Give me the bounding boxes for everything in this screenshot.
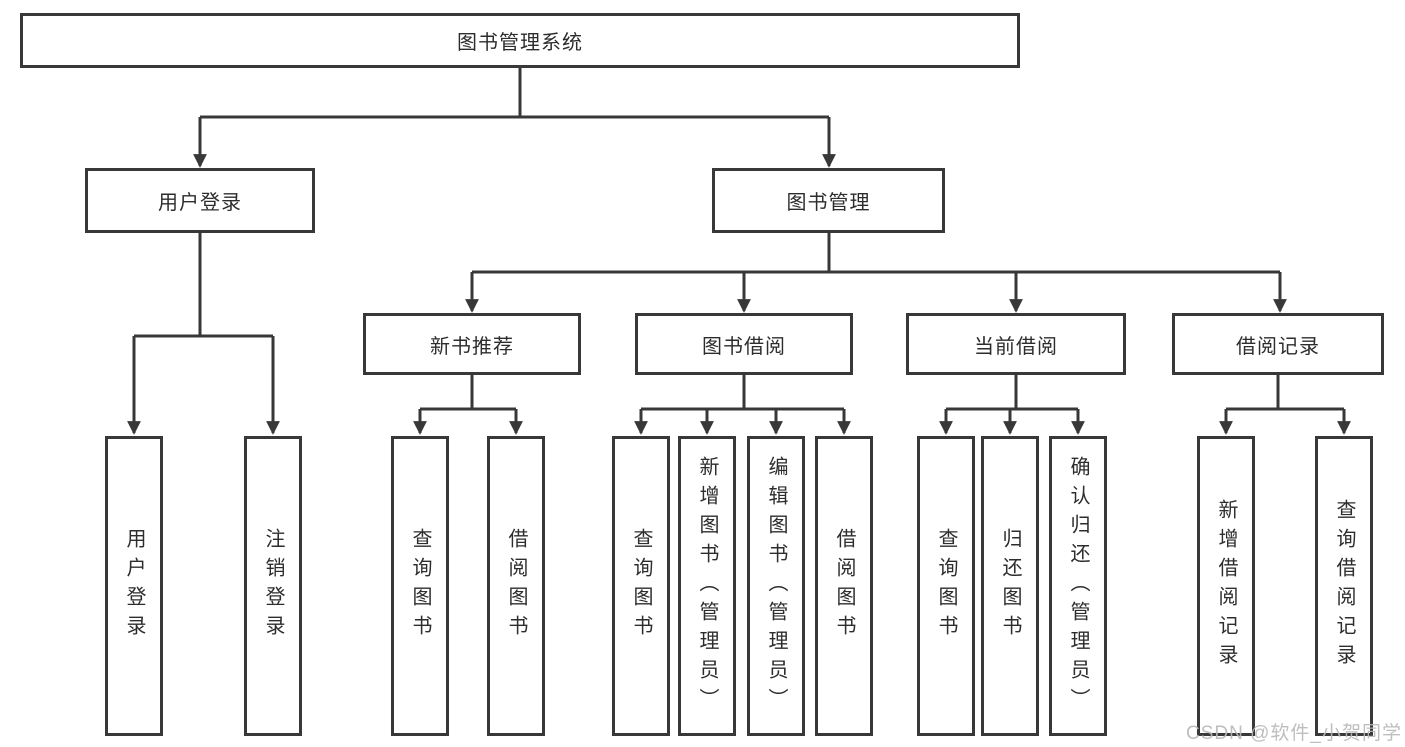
leaf-borrow-edit-books-admin: 编辑图书（管理员） <box>747 436 805 736</box>
connector-book-borrow-branch <box>634 375 851 435</box>
leaf-current-return-books: 归还图书 <box>981 436 1039 736</box>
node-book-management: 图书管理 <box>712 168 945 233</box>
leaf-label: 注销登录 <box>262 528 284 644</box>
node-book-borrowing: 图书借阅 <box>635 313 853 375</box>
node-label: 新书推荐 <box>430 335 514 358</box>
leaf-label: 新增借阅记录 <box>1215 499 1237 673</box>
leaf-label: 用户登录 <box>123 528 145 644</box>
leaf-label: 查询图书 <box>630 528 652 644</box>
watermark: CSDN @软件_小贺同学 <box>1186 723 1402 744</box>
leaf-records-query-record: 查询借阅记录 <box>1315 436 1373 736</box>
connector-book-management-branch <box>465 233 1287 313</box>
leaf-label: 查询图书 <box>935 528 957 644</box>
connector-current-borrow-branch <box>939 375 1085 435</box>
node-label: 图书管理 <box>786 192 871 214</box>
leaf-current-query-books: 查询图书 <box>917 436 975 736</box>
leaf-label: 借阅图书 <box>505 528 527 644</box>
node-library-management-system: 图书管理系统 <box>20 13 1020 68</box>
node-label: 图书借阅 <box>702 335 786 358</box>
leaf-logout: 注销登录 <box>244 436 302 736</box>
connector-user-login-branch <box>127 233 280 435</box>
node-label: 用户登录 <box>158 192 242 214</box>
node-new-book-recommendation: 新书推荐 <box>363 313 581 375</box>
connector-root-branch <box>193 68 836 168</box>
leaf-recommend-borrow-books: 借阅图书 <box>487 436 545 736</box>
node-user-login: 用户登录 <box>85 168 315 233</box>
leaf-label: 归还图书 <box>999 528 1021 644</box>
leaf-recommend-query-books: 查询图书 <box>391 436 449 736</box>
connector-borrow-records-branch <box>1219 375 1351 435</box>
leaf-borrow-borrow-books: 借阅图书 <box>815 436 873 736</box>
node-label: 当前借阅 <box>974 335 1058 358</box>
leaf-records-add-record: 新增借阅记录 <box>1197 436 1255 736</box>
connector-new-book-branch <box>413 375 523 435</box>
node-label: 图书管理系统 <box>457 32 583 54</box>
leaf-user-login: 用户登录 <box>105 436 163 736</box>
leaf-label: 查询图书 <box>409 528 431 644</box>
node-label: 借阅记录 <box>1236 335 1320 358</box>
leaf-current-confirm-return-admin: 确认归还（管理员） <box>1049 436 1107 736</box>
leaf-label: 编辑图书（管理员） <box>765 455 787 717</box>
leaf-label: 确认归还（管理员） <box>1067 455 1089 717</box>
leaf-label: 借阅图书 <box>833 528 855 644</box>
node-current-borrowing: 当前借阅 <box>906 313 1126 375</box>
leaf-label: 查询借阅记录 <box>1333 499 1355 673</box>
leaf-label: 新增图书（管理员） <box>696 455 718 717</box>
leaf-borrow-add-books-admin: 新增图书（管理员） <box>678 436 736 736</box>
leaf-borrow-query-books: 查询图书 <box>612 436 670 736</box>
node-borrowing-records: 借阅记录 <box>1172 313 1384 375</box>
